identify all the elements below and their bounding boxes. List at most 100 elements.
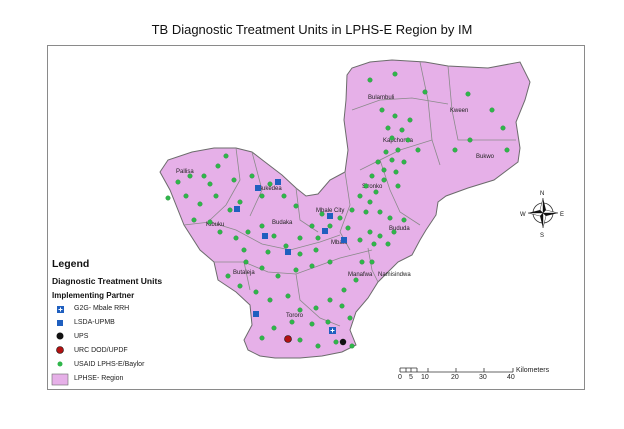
facility-usaid <box>237 199 243 205</box>
scale-tick-10: 10 <box>421 374 429 381</box>
facility-usaid <box>385 125 391 131</box>
facility-usaid <box>183 193 189 199</box>
facility-usaid <box>259 193 265 199</box>
facility-usaid <box>341 287 347 293</box>
facility-usaid <box>363 183 369 189</box>
district-label: Kween <box>450 108 468 114</box>
district-label: Bukwo <box>476 154 495 160</box>
facility-usaid <box>297 337 303 343</box>
facility-usaid <box>259 265 265 271</box>
facility-usaid <box>389 157 395 163</box>
facility-lsda <box>262 233 268 239</box>
compass-e: E <box>560 212 564 218</box>
facility-usaid <box>309 223 315 229</box>
legend-symbol-usaid <box>57 361 63 367</box>
facility-usaid <box>327 223 333 229</box>
facility-usaid <box>293 267 299 273</box>
facility-lsda <box>285 249 291 255</box>
compass-w: W <box>520 212 526 218</box>
map-title: TB Diagnostic Treatment Units in LPHS-E … <box>151 22 473 37</box>
facility-usaid <box>363 209 369 215</box>
facility-usaid <box>297 235 303 241</box>
facility-usaid <box>313 305 319 311</box>
facility-usaid <box>377 233 383 239</box>
facility-usaid <box>357 237 363 243</box>
scale-tick-5: 5 <box>409 374 413 381</box>
facility-usaid <box>289 319 295 325</box>
facility-usaid <box>345 225 351 231</box>
facility-usaid <box>327 297 333 303</box>
facility-usaid <box>285 293 291 299</box>
district-label: Kapchorwa <box>383 138 414 144</box>
scale-tick-30: 30 <box>479 374 487 381</box>
facility-usaid <box>227 207 233 213</box>
facility-usaid <box>217 229 223 235</box>
facility-usaid <box>315 343 321 349</box>
facility-usaid <box>283 243 289 249</box>
facility-usaid <box>367 229 373 235</box>
facility-lsda <box>327 213 333 219</box>
facility-usaid <box>383 149 389 155</box>
facility-lsda <box>322 228 328 234</box>
facility-usaid <box>249 173 255 179</box>
facility-usaid <box>253 289 259 295</box>
facility-usaid <box>325 319 331 325</box>
scale-tick-0: 0 <box>398 374 402 381</box>
facility-usaid <box>175 179 181 185</box>
facility-usaid <box>381 167 387 173</box>
facility-usaid <box>309 263 315 269</box>
facility-usaid <box>191 217 197 223</box>
facility-usaid <box>422 89 428 95</box>
compass-n: N <box>540 191 544 197</box>
facility-usaid <box>369 259 375 265</box>
legend-title: Legend <box>52 258 90 270</box>
facility-usaid <box>267 181 273 187</box>
facility-usaid <box>207 219 213 225</box>
district-label: Budaka <box>272 220 293 226</box>
facility-usaid <box>315 235 321 241</box>
legend-label-region: LPHSE- Region <box>74 375 124 382</box>
facility-lsda <box>341 237 347 243</box>
facility-usaid <box>297 251 303 257</box>
district-label: Sironko <box>362 184 383 190</box>
district-label: Kibuku <box>206 222 224 228</box>
legend-symbol-ups <box>56 332 64 340</box>
facility-usaid <box>405 137 411 143</box>
facility-usaid <box>395 147 401 153</box>
facility-usaid <box>259 335 265 341</box>
facility-usaid <box>367 77 373 83</box>
facility-ups <box>339 338 347 346</box>
legend-subtitle: Diagnostic Treatment Units <box>52 276 163 286</box>
facility-urc <box>284 335 292 343</box>
facility-usaid <box>385 241 391 247</box>
facility-usaid <box>225 273 231 279</box>
facility-usaid <box>259 223 265 229</box>
facility-usaid <box>309 321 315 327</box>
facility-usaid <box>231 177 237 183</box>
facility-usaid <box>207 181 213 187</box>
legend-symbol-urc <box>56 346 64 354</box>
facility-usaid <box>215 163 221 169</box>
facility-usaid <box>197 201 203 207</box>
facility-usaid <box>489 107 495 113</box>
facility-usaid <box>165 195 171 201</box>
legend-label-ups: UPS <box>74 333 89 340</box>
scale-tick-20: 20 <box>451 374 459 381</box>
facility-usaid <box>265 249 271 255</box>
facility-usaid <box>271 325 277 331</box>
facility-usaid <box>275 273 281 279</box>
facility-usaid <box>281 193 287 199</box>
facility-lsda <box>275 179 281 185</box>
legend-label-g2g: G2G- Mbale RRH <box>74 305 130 312</box>
facility-usaid <box>337 215 343 221</box>
facility-usaid <box>233 235 239 241</box>
facility-usaid <box>392 71 398 77</box>
legend-symbol-g2g <box>57 306 64 313</box>
facility-usaid <box>241 247 247 253</box>
facility-usaid <box>367 199 373 205</box>
district-label: Bulambuli <box>368 95 394 101</box>
map-frame <box>47 45 585 390</box>
